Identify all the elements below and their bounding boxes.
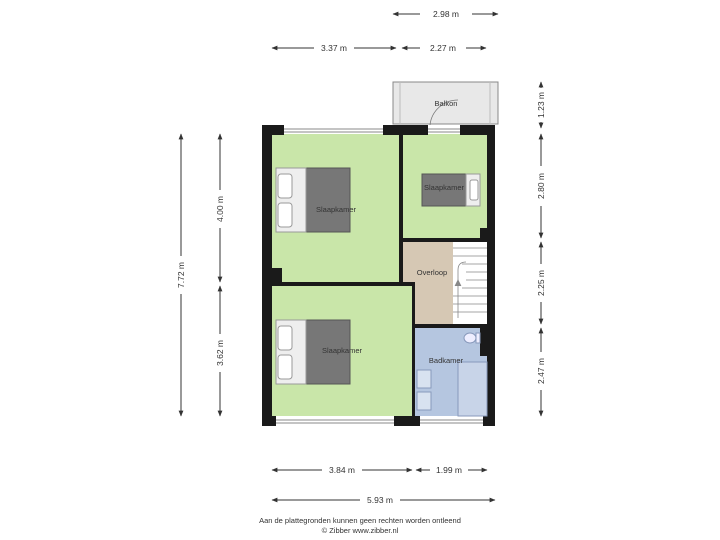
svg-text:3.62 m: 3.62 m: [215, 340, 225, 366]
dimension-left-lower: 3.62 m: [215, 285, 225, 417]
balcony: Balkon: [392, 81, 499, 126]
dimension-bottom-right: 1.99 m: [415, 465, 488, 475]
bedroom-small-label: Slaapkamer: [424, 183, 465, 192]
bedroom-top-label: Slaapkamer: [316, 205, 357, 214]
bathroom-label: Badkamer: [429, 356, 464, 365]
dimension-bottom-left: 3.84 m: [271, 465, 413, 475]
staircase: [453, 247, 487, 318]
small-bedroom-furniture: Slaapkamer: [421, 173, 481, 207]
walls: [262, 125, 495, 426]
dimension-top-right: 2.27 m: [401, 43, 487, 53]
dimension-left-total: 7.72 m: [176, 133, 186, 417]
svg-text:7.72 m: 7.72 m: [176, 262, 186, 288]
bed-top: Slaapkamer: [275, 167, 357, 233]
dimension-right-3: 2.25 m: [536, 241, 546, 325]
svg-text:3.37 m: 3.37 m: [321, 43, 347, 53]
svg-text:1.99 m: 1.99 m: [436, 465, 462, 475]
windows: [276, 128, 483, 424]
balcony-label: Balkon: [435, 99, 458, 108]
svg-text:5.93 m: 5.93 m: [367, 495, 393, 505]
dimension-right-2: 2.80 m: [536, 133, 546, 239]
dimension-top-total: 2.98 m: [392, 9, 499, 19]
svg-text:2.47 m: 2.47 m: [536, 358, 546, 384]
svg-text:2.98 m: 2.98 m: [433, 9, 459, 19]
bed-bottom: Slaapkamer: [275, 319, 363, 385]
dimension-top-left: 3.37 m: [271, 43, 397, 53]
landing-label: Overloop: [417, 268, 447, 277]
svg-text:2.80 m: 2.80 m: [536, 173, 546, 199]
bathroom-fixtures: Badkamer: [416, 332, 488, 417]
footer-copyright: © Zibber www.zibber.nl: [321, 526, 399, 535]
footer-disclaimer: Aan de plattegronden kunnen geen rechten…: [259, 516, 461, 525]
svg-text:4.00 m: 4.00 m: [215, 196, 225, 222]
svg-text:2.27 m: 2.27 m: [430, 43, 456, 53]
bedroom-bottom-label: Slaapkamer: [322, 346, 363, 355]
dimension-right-1: 1.23 m: [536, 81, 546, 129]
dimension-right-4: 2.47 m: [536, 327, 546, 417]
dimension-bottom-total: 5.93 m: [271, 495, 496, 505]
svg-text:2.25 m: 2.25 m: [536, 270, 546, 296]
svg-text:3.84 m: 3.84 m: [329, 465, 355, 475]
dimension-left-upper: 4.00 m: [215, 133, 225, 283]
svg-text:1.23 m: 1.23 m: [536, 92, 546, 118]
